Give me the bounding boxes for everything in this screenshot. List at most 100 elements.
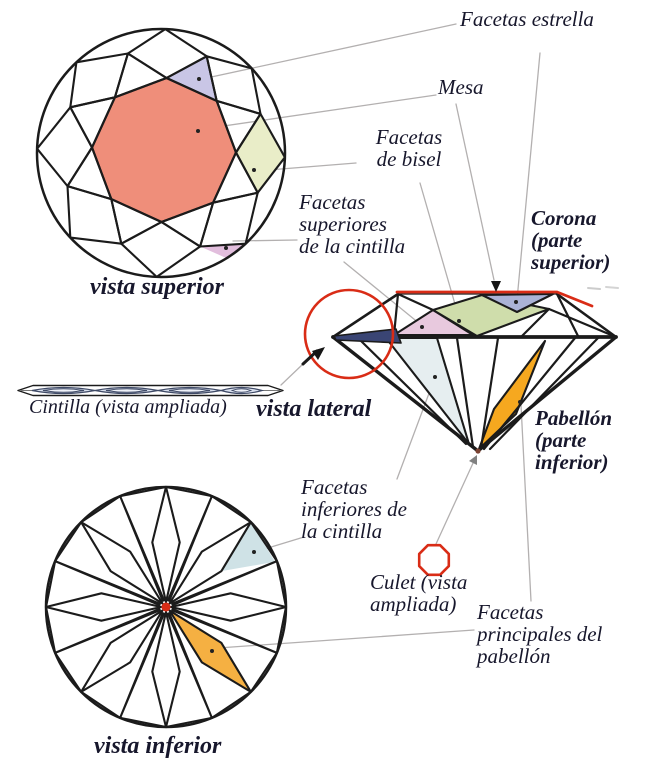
label-bezel-facets: Facetas de bisel (375, 125, 443, 171)
bottom-girdle-chord (164, 485, 213, 498)
star-facet-fill (166, 56, 217, 101)
label-culet: Culet (vista ampliada) (370, 570, 468, 616)
leader-table-sideview (455, 103, 495, 281)
crown-line (396, 292, 435, 312)
bottom-spike (166, 612, 213, 719)
label-lower-girdle-facets: Facetas inferiores de la cintilla (301, 475, 407, 543)
bottom-girdle-chord (44, 560, 57, 609)
girdle-strip-lens-inner (42, 388, 85, 393)
bezel-facet-dot (252, 168, 256, 172)
bezel-facet-outline (36, 106, 94, 188)
bezel-facet-outline (120, 220, 202, 278)
label-crown: Corona (parte superior) (531, 206, 611, 274)
leader-uppergirdle-sideview (343, 261, 421, 325)
bottom-spike (54, 607, 161, 654)
bottom-lower-girdle-dot (252, 550, 256, 554)
bottom-spike (166, 495, 213, 602)
table-red-line (395, 290, 594, 308)
label-pavilion-main-facets: Facetas principales del pabellón (477, 600, 603, 668)
label-table: Mesa (438, 75, 484, 99)
girdle-arrowhead (312, 347, 325, 360)
girdle-wedge (333, 328, 402, 344)
bottom-girdle-chord (54, 651, 83, 693)
crown-line (392, 292, 400, 337)
bottom-girdle-chord (210, 495, 252, 524)
bottom-girdle-chord (44, 605, 57, 654)
leader-bezel-sideview (419, 182, 460, 319)
side-lower-girdle-dot (433, 375, 437, 379)
bottom-girdle-chord (164, 716, 213, 729)
girdle-strip-lens-inner (168, 388, 211, 393)
bottom-girdle-chord (275, 605, 288, 654)
bottom-spike (119, 495, 166, 602)
smudge (587, 287, 601, 290)
pavilion-line (488, 336, 600, 451)
label-star-facets: Facetas estrella (460, 7, 594, 31)
bezel-facet-fill (236, 113, 285, 193)
pavilion-line (482, 336, 577, 451)
leader-uppergirdle-topview (232, 239, 298, 242)
bottom-girdle-chord (210, 690, 252, 719)
table-facet-fill (92, 78, 236, 222)
leader-pavilionmain-sideview (520, 404, 532, 602)
bottom-girdle-chord (119, 716, 168, 729)
table-dot (196, 129, 200, 133)
side-pavilion-main-dot (518, 400, 522, 404)
bottom-main-kite (80, 609, 164, 693)
bottom-main-kite (80, 521, 164, 605)
mesa-arrowhead (491, 281, 501, 292)
leader-culet (435, 460, 475, 545)
label-girdle-strip: Cintilla (vista ampliada) (29, 396, 227, 418)
girdle-strip-lens-inner (105, 388, 148, 393)
pavilion-outline-right (476, 335, 618, 453)
bottom-spike (171, 560, 278, 607)
side-lower-girdle-facet (384, 336, 471, 446)
crown-line (547, 307, 618, 339)
bottom-view-girdle-circle (44, 485, 288, 729)
bottom-girdle-chord (80, 690, 122, 719)
culet-magnifier-octagon (417, 543, 451, 577)
crown-line (520, 307, 551, 338)
bottom-girdle-chord (54, 521, 83, 563)
leader-lowergirdle-sideview (396, 379, 435, 480)
bottom-spike (54, 560, 161, 607)
bottom-spike (171, 607, 278, 654)
leader-table-topview (202, 94, 437, 130)
girdle-strip-lens-inner (230, 388, 253, 393)
top-view-girdle-circle (35, 27, 287, 279)
bottom-pavilion-main-dot (210, 649, 214, 653)
smudge (605, 286, 619, 289)
crown-outline-left (331, 292, 400, 339)
bottom-girdle-chord (249, 651, 278, 693)
label-side-view-title: vista lateral (256, 396, 372, 422)
label-upper-girdle-facets: Facetas superiores de la cintilla (299, 190, 406, 258)
crown-line (555, 292, 580, 338)
girdle-magnifier-circle (303, 288, 395, 380)
leader-star-topview (201, 23, 457, 80)
star-facet-dot (197, 77, 201, 81)
upper-girdle-facet-dot (224, 246, 228, 250)
label-pavilion: Pabellón (parte inferior) (535, 406, 612, 474)
bottom-girdle-chord (80, 495, 122, 524)
bottom-lower-girdle-fill (221, 522, 275, 572)
leader-star-sideview (516, 52, 541, 301)
pavilion-line (356, 336, 468, 446)
bottom-girdle-chord (249, 521, 278, 563)
culet-point (475, 448, 481, 454)
culet-center-dot (161, 602, 171, 612)
pavilion-line (455, 336, 475, 449)
bottom-girdle-chord (119, 485, 168, 498)
leader-girdle-strip (280, 363, 304, 386)
upper-girdle-facet-fill (200, 243, 246, 259)
side-bezel-dot (457, 319, 461, 323)
table-outline (90, 76, 238, 224)
bottom-spike (119, 612, 166, 719)
label-bottom-view-title: vista inferior (94, 733, 222, 759)
culet-arrowhead (469, 455, 477, 465)
crown-outline-right (555, 292, 618, 339)
side-star-dot (514, 300, 518, 304)
label-top-view-title: vista superior (90, 274, 225, 300)
side-upper-girdle-dot (420, 325, 424, 329)
